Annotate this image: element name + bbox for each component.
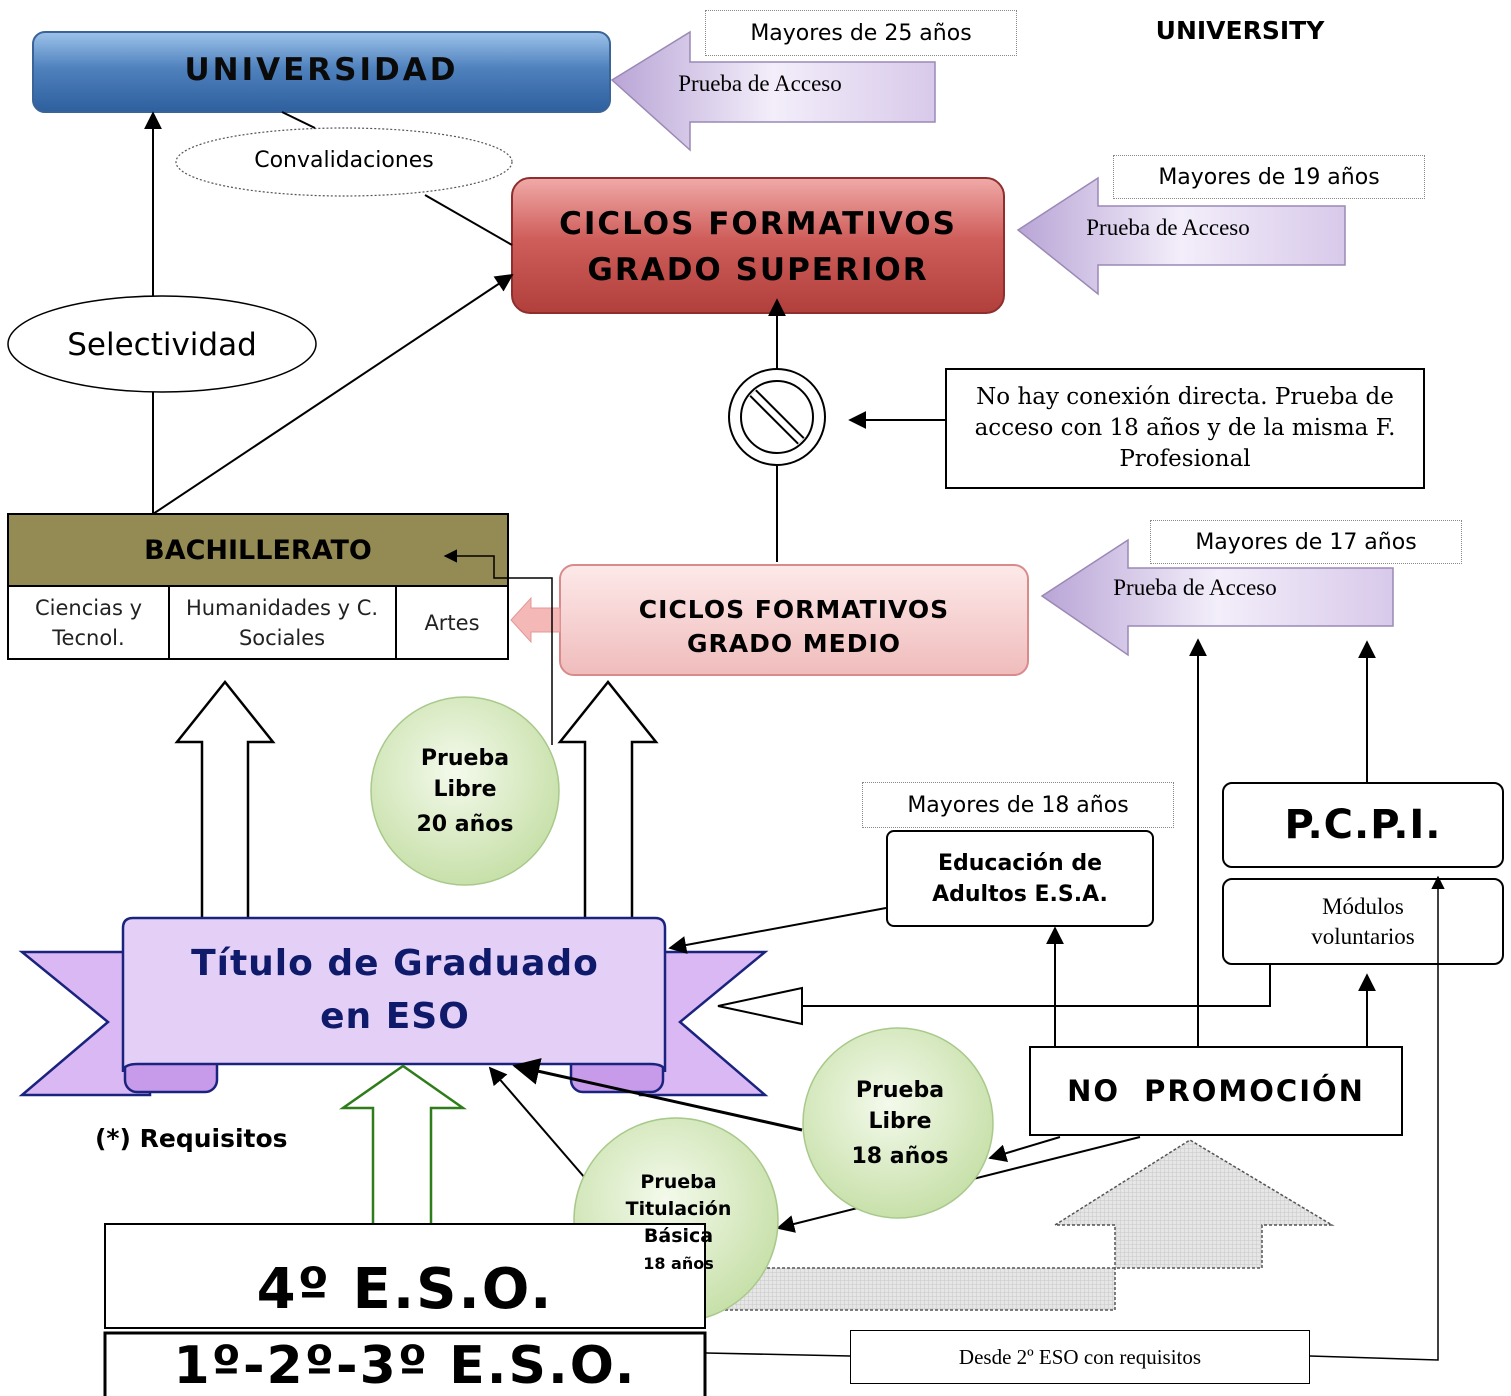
prueba-libre-20-l2: Libre — [433, 776, 497, 802]
prueba-titulacion-text: Prueba Titulación Básica 18 años — [596, 1165, 761, 1280]
mayores-25-label: Mayores de 25 años — [705, 10, 1017, 56]
medio-to-bachillerato-arrow — [510, 596, 561, 644]
titulo-line1[interactable]: Título de Graduado — [191, 942, 599, 984]
eso123-box — [103, 1331, 707, 1396]
prueba-titulacion-l2: Titulación — [625, 1197, 732, 1220]
mayores-19-label: Mayores de 19 años — [1113, 155, 1425, 199]
prueba-acceso-universidad: Prueba de Acceso — [678, 71, 842, 96]
no-promocion-box[interactable]: NO PROMOCIÓN — [1029, 1046, 1403, 1136]
bachillerato-options — [7, 585, 509, 660]
bachillerato-title[interactable]: BACHILLERATO — [144, 534, 372, 566]
hollow-arrow-bachillerato — [174, 679, 276, 922]
pcpi-box[interactable]: P.C.P.I. — [1222, 782, 1504, 868]
prueba-titulacion-l4: 18 años — [643, 1253, 714, 1273]
convalidaciones-ellipse — [175, 127, 513, 197]
universidad-title[interactable]: UNIVERSIDAD — [184, 52, 459, 88]
selectividad-label[interactable]: Selectividad — [67, 327, 257, 363]
titulo-line2[interactable]: en ESO — [320, 995, 470, 1037]
access-arrow-medio — [1040, 538, 1394, 657]
access-arrow-universidad — [610, 30, 936, 152]
mayores-17-label: Mayores de 17 años — [1150, 520, 1462, 564]
universidad-box — [32, 31, 611, 113]
bach-artes[interactable]: Artes — [424, 611, 480, 635]
access-arrow-superior — [1016, 176, 1346, 296]
ciclos-superior-line2[interactable]: GRADO SUPERIOR — [587, 252, 929, 288]
desde-2eso-note: Desde 2º ESO con requisitos — [850, 1330, 1310, 1384]
corner-label: UNIVERSITY — [1155, 15, 1325, 45]
eso4-box — [104, 1223, 706, 1329]
requisitos-label: (*) Requisitos — [95, 1123, 288, 1153]
prueba-titulacion-l3: Básica — [643, 1224, 714, 1247]
prueba-libre-20-text: Prueba Libre 20 años — [380, 735, 550, 847]
prueba-acceso-superior: Prueba de Acceso — [1086, 215, 1250, 240]
ciclos-superior-box — [511, 177, 1005, 314]
gray-return-arrow — [704, 1139, 1335, 1311]
hollow-arrow-medio — [557, 679, 659, 922]
prueba-libre-18-l3: 18 años — [851, 1143, 949, 1169]
ciclos-superior-line1[interactable]: CICLOS FORMATIVOS — [559, 206, 957, 242]
green-arrow-eso4 — [339, 1064, 467, 1224]
hollow-arrow-to-titulo — [717, 986, 803, 1026]
prueba-titulacion-l1: Prueba — [640, 1170, 717, 1193]
bach-ciencias[interactable]: Ciencias y Tecnol. — [34, 596, 143, 650]
selectividad-ellipse — [7, 295, 317, 393]
convalidaciones-label: Convalidaciones — [254, 147, 434, 173]
titulo-ribbon — [18, 916, 769, 1097]
adultos-box[interactable]: Educación de Adultos E.S.A. — [886, 830, 1154, 927]
prueba-libre-18-text: Prueba Libre 18 años — [815, 1068, 985, 1178]
no-conexion-note: No hay conexión directa. Prueba de acces… — [945, 368, 1425, 489]
prueba-libre-18-l1: Prueba — [855, 1077, 945, 1103]
modulos-box[interactable]: Módulos voluntarios — [1222, 878, 1504, 965]
prueba-libre-20-l1: Prueba — [420, 745, 510, 771]
mayores-18-label: Mayores de 18 años — [862, 782, 1174, 828]
eso123-label[interactable]: 1º-2º-3º E.S.O. — [173, 1336, 637, 1396]
bach-humanidades[interactable]: Humanidades y C. Sociales — [185, 596, 379, 650]
circle-prueba-libre-18 — [802, 1027, 994, 1219]
ciclos-medio-line2[interactable]: GRADO MEDIO — [686, 628, 902, 658]
no-entry-icon — [728, 368, 826, 466]
prueba-libre-20-l3: 20 años — [416, 811, 514, 837]
eso4-label[interactable]: 4º E.S.O. — [256, 1256, 554, 1322]
prueba-libre-18-l2: Libre — [868, 1108, 932, 1134]
prueba-acceso-medio: Prueba de Acceso — [1113, 575, 1277, 600]
circle-prueba-libre-20 — [370, 696, 560, 886]
ciclos-medio-line1[interactable]: CICLOS FORMATIVOS — [638, 594, 950, 624]
